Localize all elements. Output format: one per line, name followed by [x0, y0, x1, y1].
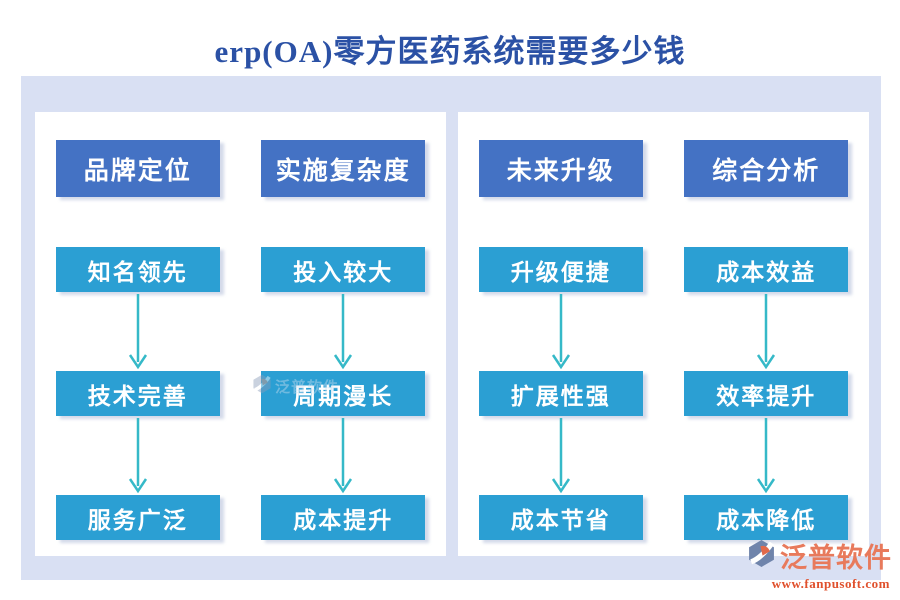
- item-box: 投入较大: [261, 247, 426, 292]
- item-box: 升级便捷: [478, 247, 643, 292]
- header-box: 未来升级: [478, 140, 643, 197]
- item-box: 扩展性强: [478, 371, 643, 416]
- header-box: 实施复杂度: [261, 140, 426, 197]
- logo-row: 泛普软件: [747, 536, 892, 575]
- right-panel: 未来升级 升级便捷 扩展性强 成本节省 综合分析 成本效益 效率提升 成本降低: [458, 112, 869, 556]
- down-arrow-icon: [755, 416, 777, 495]
- item-box: 成本提升: [261, 495, 426, 540]
- item-box: 成本节省: [478, 495, 643, 540]
- fanpu-logo-icon: [747, 539, 776, 573]
- down-arrow-icon: [332, 292, 354, 371]
- header-box: 品牌定位: [55, 140, 220, 197]
- down-arrow-icon: [755, 292, 777, 371]
- item-box: 成本降低: [684, 495, 849, 540]
- footer-logo: 泛普软件 www.fanpusoft.com: [747, 536, 892, 592]
- column-future-upgrade: 未来升级 升级便捷 扩展性强 成本节省: [458, 112, 664, 556]
- down-arrow-icon: [332, 416, 354, 495]
- page-title: erp(OA)零方医药系统需要多少钱: [214, 34, 686, 69]
- diagram-frame: 品牌定位 知名领先 技术完善 服务广泛 实施复杂度 投入较大 周期漫长 成本提升: [21, 76, 881, 580]
- logo-url: www.fanpusoft.com: [771, 576, 890, 591]
- header-box: 综合分析: [684, 140, 849, 197]
- logo-name: 泛普软件: [780, 543, 892, 573]
- down-arrow-icon: [550, 292, 572, 371]
- down-arrow-icon: [127, 416, 149, 495]
- column-implementation-complexity: 实施复杂度 投入较大 周期漫长 成本提升: [241, 112, 447, 556]
- item-box: 成本效益: [684, 247, 849, 292]
- down-arrow-icon: [550, 416, 572, 495]
- item-box: 周期漫长: [261, 371, 426, 416]
- item-box: 知名领先: [55, 247, 220, 292]
- item-box: 服务广泛: [55, 495, 220, 540]
- column-brand-positioning: 品牌定位 知名领先 技术完善 服务广泛: [35, 112, 241, 556]
- item-box: 效率提升: [684, 371, 849, 416]
- column-comprehensive-analysis: 综合分析 成本效益 效率提升 成本降低: [664, 112, 870, 556]
- item-box: 技术完善: [55, 371, 220, 416]
- down-arrow-icon: [127, 292, 149, 371]
- left-panel: 品牌定位 知名领先 技术完善 服务广泛 实施复杂度 投入较大 周期漫长 成本提升: [35, 112, 446, 556]
